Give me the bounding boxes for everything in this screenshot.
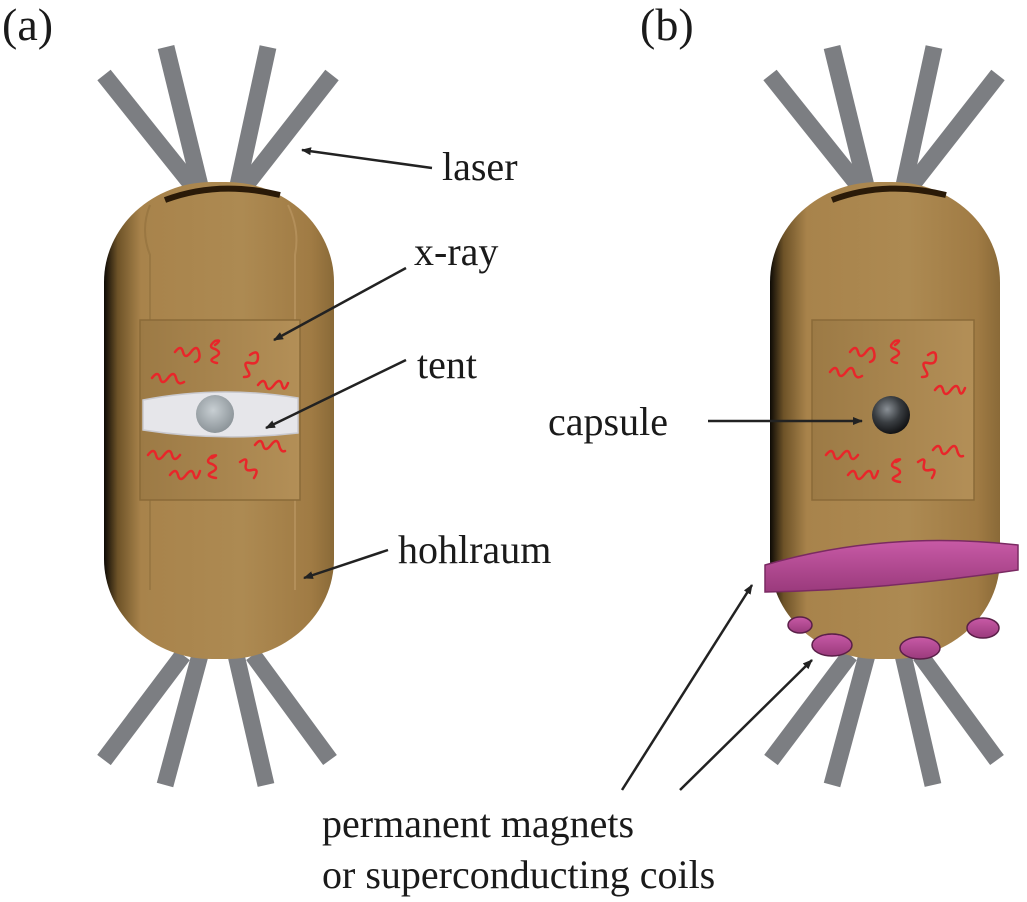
magnet-ring bbox=[764, 539, 1019, 593]
xray-wave bbox=[253, 439, 287, 453]
xray-wave bbox=[890, 458, 902, 484]
laser-beams-top-a bbox=[97, 44, 339, 196]
arrow-laser bbox=[301, 147, 433, 170]
laser-beam bbox=[228, 45, 277, 192]
xray-wave bbox=[920, 351, 938, 379]
xray-wave bbox=[238, 458, 258, 480]
xray-wave bbox=[931, 444, 965, 458]
xray-wave bbox=[209, 339, 221, 365]
magnet-coil bbox=[787, 616, 813, 634]
laser-beam bbox=[97, 69, 203, 196]
xray-wave bbox=[916, 458, 936, 480]
tent-capsule bbox=[196, 395, 234, 433]
xray-wave bbox=[150, 372, 186, 385]
panel-label-a: (a) bbox=[2, 0, 54, 50]
laser-beam bbox=[901, 69, 1005, 196]
laser-beam bbox=[764, 649, 857, 766]
label-capsule: capsule bbox=[548, 399, 668, 444]
tent bbox=[142, 391, 299, 438]
magnet-coil bbox=[966, 617, 1000, 639]
xray-wave bbox=[173, 346, 201, 364]
xray-wave bbox=[206, 454, 218, 480]
panel-a bbox=[97, 44, 339, 788]
xray-wave bbox=[168, 469, 202, 481]
laser-beams-bottom-b bbox=[764, 649, 1004, 788]
laser-beam bbox=[156, 652, 209, 788]
label-tent: tent bbox=[417, 342, 477, 387]
laser-beam bbox=[913, 649, 1004, 766]
arrow-magnet-ring bbox=[620, 584, 754, 791]
laser-beam bbox=[227, 653, 275, 787]
xray-wave bbox=[828, 366, 864, 379]
annotation-arrows bbox=[265, 147, 863, 791]
laser-beam bbox=[246, 649, 337, 766]
laser-beams-bottom-a bbox=[97, 649, 337, 788]
panel-b bbox=[763, 44, 1019, 788]
panel-label-b: (b) bbox=[640, 0, 694, 50]
magnet-coil bbox=[811, 633, 853, 657]
laser-beam bbox=[157, 44, 210, 193]
label-magnets-line2: or superconducting coils bbox=[322, 852, 716, 897]
xray-waves-b bbox=[824, 339, 967, 484]
label-magnets-line1: permanent magnets bbox=[322, 801, 635, 846]
arrow-magnet-coil bbox=[679, 659, 813, 791]
laser-beam bbox=[894, 45, 943, 192]
xray-wave bbox=[846, 469, 880, 481]
label-xray: x-ray bbox=[414, 229, 499, 274]
laser-beams-top-b bbox=[763, 44, 1005, 196]
hohlraum-top-rim bbox=[163, 185, 281, 203]
xray-wave bbox=[824, 449, 860, 461]
laser-beam bbox=[823, 652, 876, 788]
laser-beam bbox=[894, 653, 942, 787]
xray-wave bbox=[242, 351, 260, 379]
xray-wave bbox=[146, 449, 182, 461]
magnet-coils bbox=[787, 616, 1000, 660]
hohlraum-top-rim bbox=[830, 185, 947, 203]
laser-beam bbox=[235, 69, 339, 196]
laser-beam bbox=[823, 44, 876, 193]
arrow-hohlraum bbox=[303, 548, 389, 580]
capsule bbox=[872, 396, 910, 434]
laser-beam bbox=[763, 69, 869, 196]
xray-wave bbox=[256, 379, 290, 391]
xray-waves-a bbox=[146, 339, 290, 481]
label-hohlraum: hohlraum bbox=[398, 527, 552, 572]
magnet-coil bbox=[899, 636, 941, 660]
laser-beam bbox=[97, 649, 190, 766]
arrow-tent bbox=[265, 358, 407, 430]
xray-wave bbox=[933, 384, 967, 396]
xray-wave bbox=[848, 346, 876, 364]
label-laser: laser bbox=[442, 144, 518, 189]
xray-wave bbox=[889, 339, 901, 365]
arrow-xray bbox=[273, 266, 407, 342]
